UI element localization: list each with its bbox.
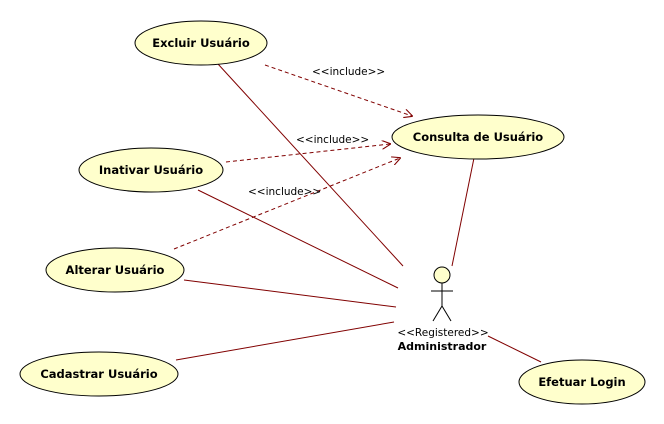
usecase-label: Excluir Usuário [152,36,250,50]
usecase-label: Cadastrar Usuário [40,367,157,381]
association-login [487,335,542,363]
actor-leg-right [441,305,452,322]
actor-stereotype: <<Registered>> [397,327,488,339]
actor-administrador[interactable]: <<Registered>> Administrador [397,266,489,353]
include-label-2: <<include>> [296,134,369,146]
include-inativar-consulta [225,144,390,163]
include-label-3: <<include>> [248,186,321,198]
actor-leg-left [432,305,443,322]
usecase-efetuar-login[interactable]: Efetuar Login [518,359,646,405]
association-inativar [197,189,399,289]
include-excluir-consulta [264,64,412,116]
usecase-alterar-usuario[interactable]: Alterar Usuário [45,247,185,293]
usecase-label: Inativar Usuário [99,163,203,177]
association-cadastrar [175,321,395,361]
usecase-label: Efetuar Login [538,375,625,389]
usecase-excluir-usuario[interactable]: Excluir Usuário [134,20,268,66]
usecase-cadastrar-usuario[interactable]: Cadastrar Usuário [19,351,179,397]
usecase-label: Alterar Usuário [66,263,165,277]
usecase-label: Consulta de Usuário [413,130,544,144]
usecase-consulta-de-usuario[interactable]: Consulta de Usuário [391,114,565,160]
actor-name: Administrador [398,340,487,353]
association-excluir [217,63,404,267]
include-label-1: <<include>> [312,66,385,78]
usecase-inativar-usuario[interactable]: Inativar Usuário [78,147,224,193]
actor-head [433,266,451,284]
association-alterar [183,279,397,308]
association-consulta [451,157,475,267]
include-alterar-consulta [173,158,400,250]
